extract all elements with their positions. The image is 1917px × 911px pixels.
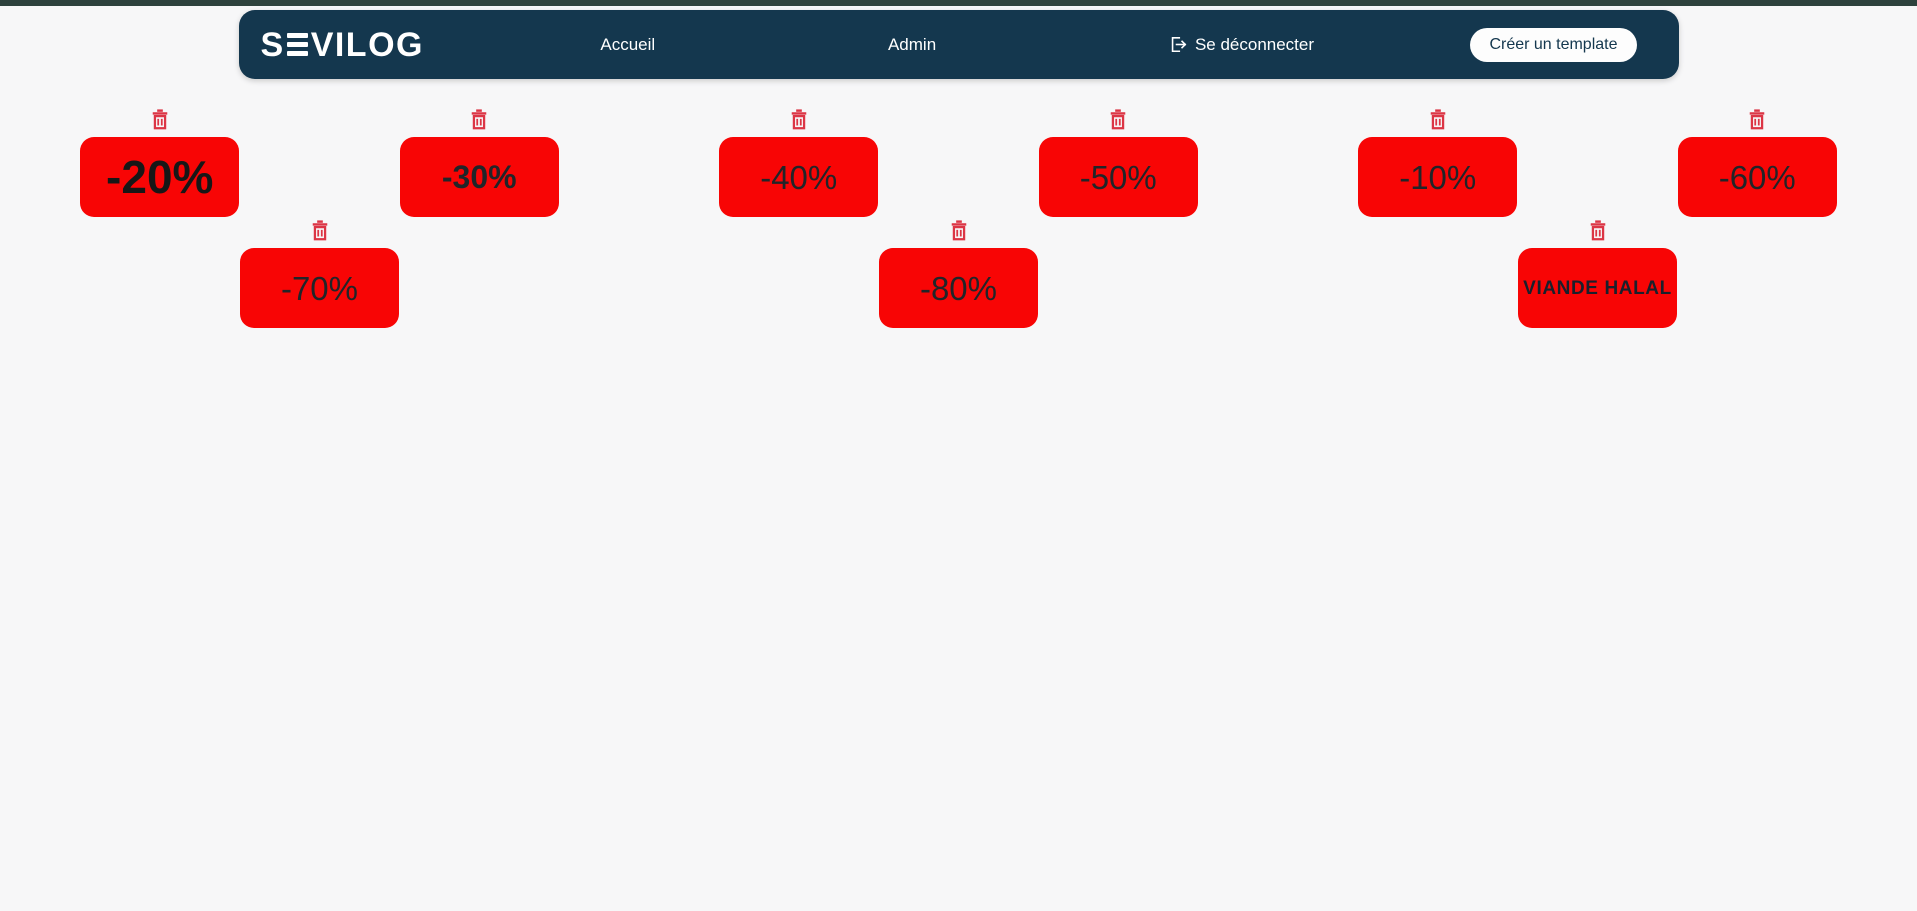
template-card[interactable]: -80% <box>879 248 1038 328</box>
trash-icon <box>791 109 807 130</box>
template-item: -70% <box>240 220 399 328</box>
delete-template-button[interactable] <box>1589 220 1607 241</box>
templates-row-1: -20% -30% -40% <box>0 109 1917 217</box>
app-logo: S VILOG <box>261 28 424 62</box>
template-label: -60% <box>1718 158 1796 196</box>
create-template-button[interactable]: Créer un template <box>1470 27 1637 62</box>
template-item: -60% <box>1677 109 1837 217</box>
template-card[interactable]: VIANDE HALAL <box>1518 248 1677 328</box>
templates-row-2: -70% -80% VIANDE HALAL <box>0 220 1917 328</box>
template-card[interactable]: -70% <box>240 248 399 328</box>
template-item: -40% <box>719 109 879 217</box>
delete-template-button[interactable] <box>950 220 968 241</box>
template-item: -80% <box>879 220 1038 328</box>
template-item: -50% <box>1038 109 1198 217</box>
logout-icon <box>1171 36 1187 53</box>
template-label: -10% <box>1399 158 1477 196</box>
delete-template-button[interactable] <box>1748 109 1766 130</box>
template-item: -10% <box>1358 109 1518 217</box>
trash-icon <box>1590 220 1605 241</box>
trash-icon <box>1749 109 1765 130</box>
template-item: VIANDE HALAL <box>1518 220 1677 328</box>
template-label: -70% <box>280 269 359 307</box>
trash-icon <box>1110 109 1126 130</box>
delete-template-button[interactable] <box>790 109 808 130</box>
browser-top-strip <box>0 0 1917 6</box>
trash-icon <box>152 109 168 130</box>
template-card[interactable]: -10% <box>1358 137 1518 217</box>
nav-item-accueil[interactable]: Accueil <box>600 34 656 54</box>
template-label: -30% <box>441 159 517 195</box>
trash-icon <box>1430 109 1446 130</box>
template-card[interactable]: -60% <box>1677 137 1837 217</box>
navbar: S VILOG Accueil Admin Se déconnecter Cré… <box>238 10 1679 79</box>
template-card[interactable]: -30% <box>399 137 559 217</box>
template-label: -80% <box>919 269 998 307</box>
template-label: -40% <box>760 158 838 196</box>
logout-label: Se déconnecter <box>1194 34 1315 54</box>
template-card[interactable]: -50% <box>1038 137 1198 217</box>
template-label: -20% <box>106 151 214 203</box>
logout-link[interactable]: Se déconnecter <box>1169 35 1314 55</box>
delete-template-button[interactable] <box>470 109 488 130</box>
delete-template-button[interactable] <box>311 220 329 241</box>
template-item: -20% <box>80 109 240 217</box>
delete-template-button[interactable] <box>151 109 169 130</box>
trash-icon <box>951 220 966 241</box>
delete-template-button[interactable] <box>1429 109 1447 130</box>
template-label: VIANDE HALAL <box>1523 277 1672 299</box>
templates-area: -20% -30% -40% <box>0 109 1917 328</box>
nav-item-admin[interactable]: Admin <box>887 34 937 54</box>
trash-icon <box>312 220 327 241</box>
delete-template-button[interactable] <box>1109 109 1127 130</box>
template-card[interactable]: -20% <box>80 137 240 217</box>
trash-icon <box>471 109 487 130</box>
main-nav: Accueil Admin Se déconnecter <box>424 35 1470 55</box>
logo-e-icon <box>286 32 308 58</box>
logo-letters-rest: VILOG <box>310 25 424 64</box>
template-item: -30% <box>399 109 559 217</box>
template-label: -50% <box>1079 158 1157 196</box>
template-card[interactable]: -40% <box>719 137 879 217</box>
logo-letter-s: S <box>260 25 285 64</box>
